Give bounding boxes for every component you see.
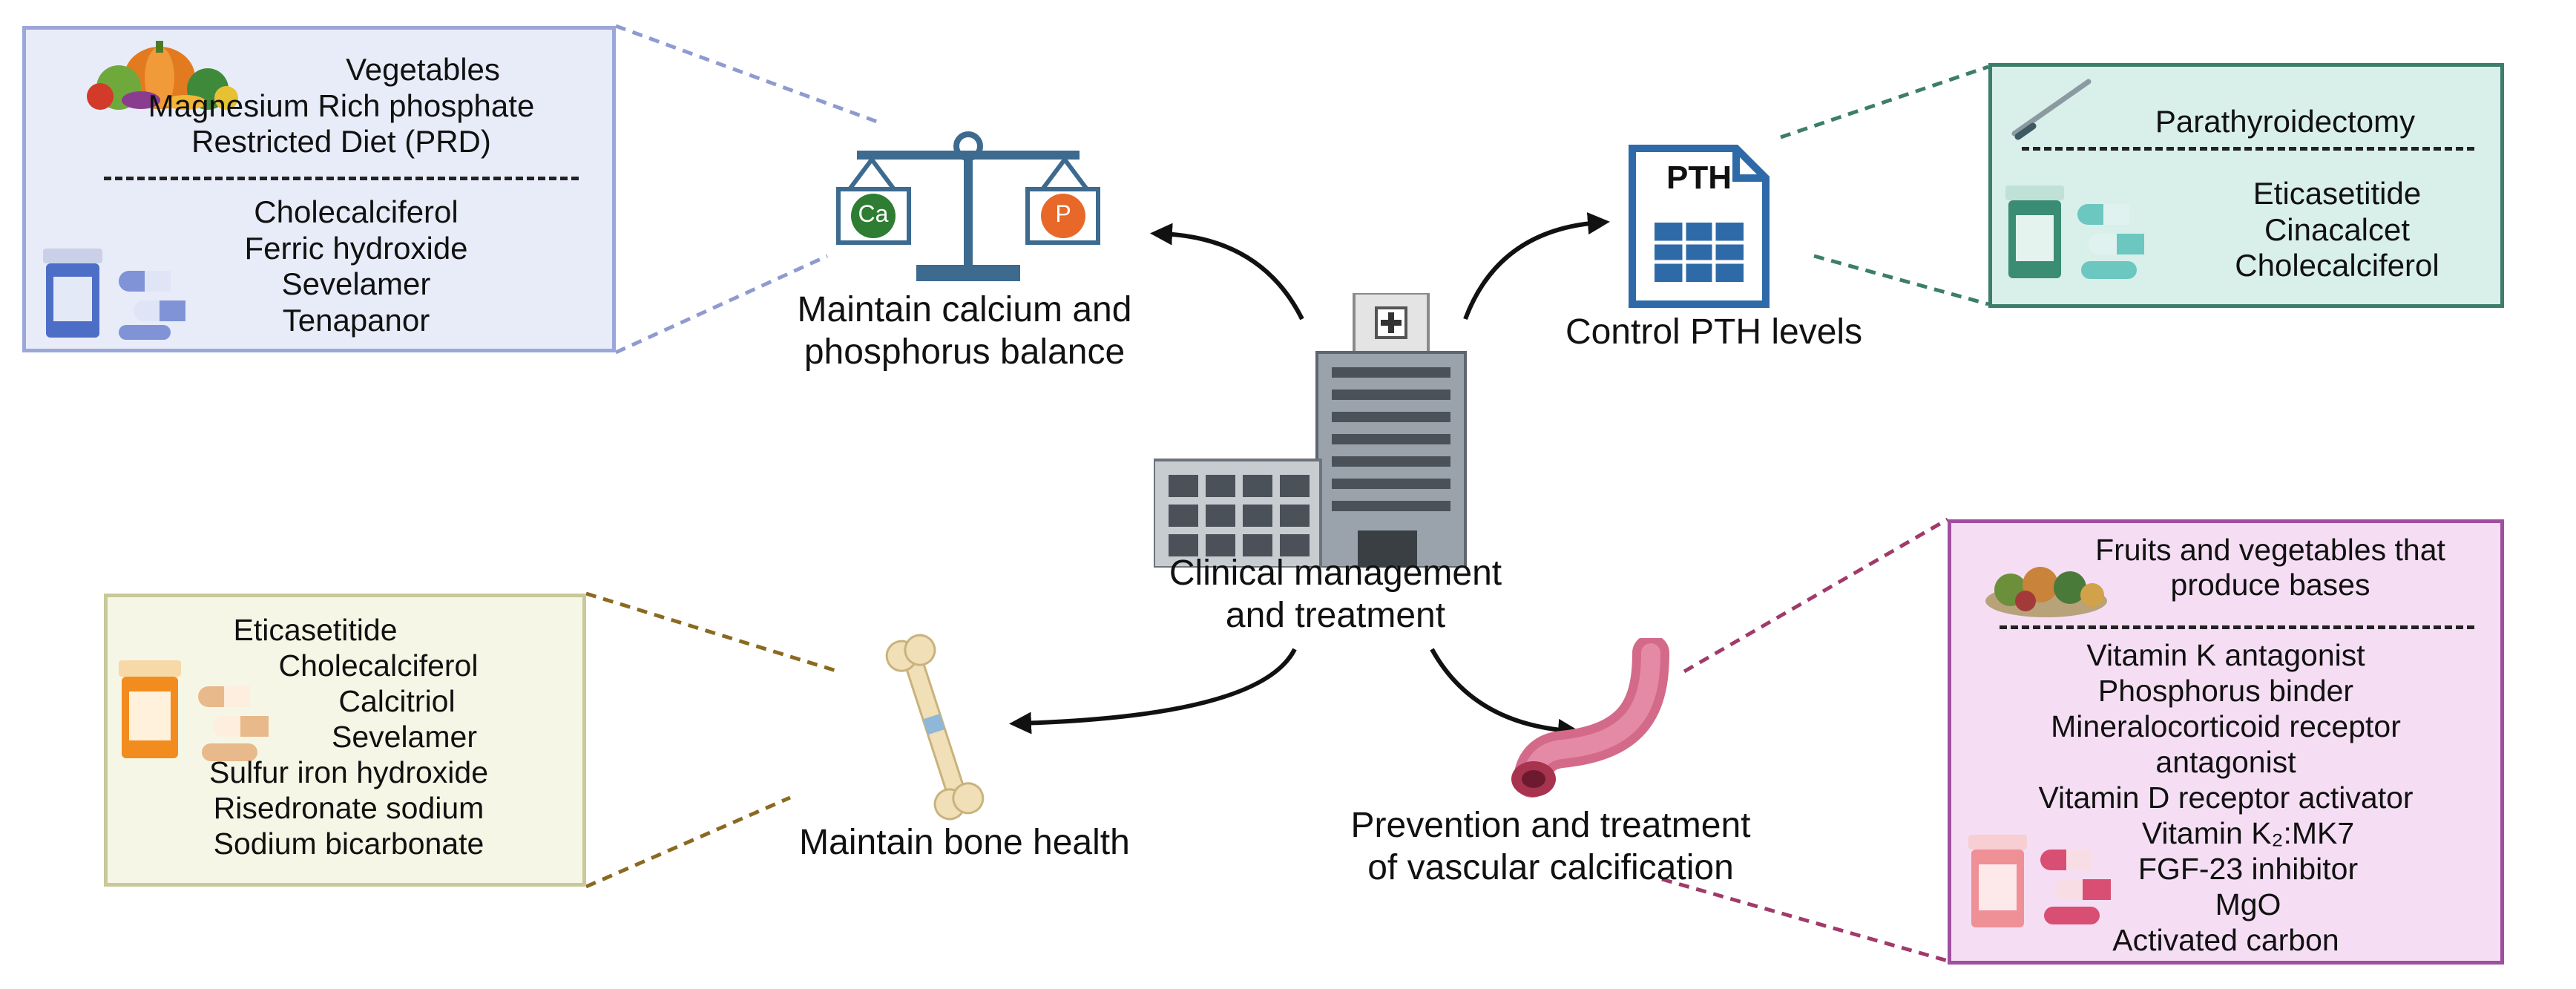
calcium-caption: Maintain calcium and phosphorus balance	[668, 289, 1261, 373]
blood-vessel-icon	[1511, 638, 1669, 798]
pth-caption: Control PTH levels	[1565, 312, 1863, 352]
calcium-drug-2: Ferric hydroxide	[244, 230, 468, 266]
vascular-diet-line-2: produce bases	[2170, 568, 2370, 602]
calcium-drug-3: Sevelamer	[281, 266, 431, 302]
fruits-vegetables-icon	[1985, 567, 2107, 617]
arrow-to-vascular	[1430, 648, 1580, 741]
bone-drug-1: Eticasetitide	[233, 613, 398, 647]
calcium-caption-line-1: Maintain calcium and	[797, 290, 1132, 329]
bone-drug-list: Eticasetitide Cholecalciferol Calcitriol…	[126, 613, 571, 862]
pth-document-icon	[1629, 145, 1770, 308]
vascular-item-4: antagonist	[2155, 744, 2296, 779]
arrow-to-pth	[1463, 212, 1610, 321]
calcium-box-divider	[104, 177, 579, 180]
vascular-box-connector-bottom	[1661, 877, 1948, 963]
vascular-item-7: FGF-23 inhibitor	[2138, 851, 2359, 886]
vascular-box-connector-top	[1683, 517, 1949, 674]
vascular-item-3: Mineralocorticoid receptor	[2051, 709, 2401, 743]
bone-box-connector-top	[585, 591, 839, 674]
pth-drug-2: Cinacalcet	[2264, 211, 2411, 247]
calcium-box-connector-bottom	[614, 254, 829, 355]
center-title-line-1: Clinical management	[1169, 553, 1502, 593]
pth-drug-list: Eticasetitide Cinacalcet Cholecalciferol	[2189, 176, 2485, 284]
arrow-to-calcium	[1150, 223, 1304, 321]
pth-surgery-text: Parathyroidectomy	[2155, 104, 2416, 139]
phosphorus-symbol-label: P	[1055, 200, 1071, 227]
bone-drug-4: Sevelamer	[332, 719, 477, 754]
bone-caption: Maintain bone health	[799, 823, 1130, 862]
pth-drug-1: Eticasetitide	[2253, 176, 2422, 211]
pth-drug-3: Cholecalciferol	[2235, 248, 2439, 283]
vascular-pill-bottle-icon	[1968, 835, 2027, 927]
vascular-capsules-icon	[2040, 850, 2111, 924]
calcium-diet-line-3: Restricted Diet (PRD)	[191, 124, 491, 160]
bone-drug-6: Risedronate sodium	[213, 790, 484, 825]
pill-bottle-icon	[43, 249, 102, 338]
pth-box-divider	[2022, 147, 2474, 151]
pth-document-label: PTH	[1666, 160, 1732, 196]
center-title-line-2: and treatment	[1225, 595, 1446, 635]
vascular-item-1: Vitamin K antagonist	[2086, 638, 2365, 672]
bone-box-connector-bottom	[585, 795, 791, 889]
calcium-diet-line-2: Magnesium Rich phosphate	[148, 88, 535, 123]
calcium-drug-1: Cholecalciferol	[254, 194, 459, 229]
bone-drug-3: Calcitriol	[338, 683, 456, 718]
calcium-caption-line-2: phosphorus balance	[804, 332, 1126, 372]
pth-pill-bottle-icon	[2005, 185, 2064, 278]
vascular-box-divider	[2000, 625, 2474, 629]
bone-pill-bottle-icon	[119, 660, 181, 758]
vascular-diet-line-1: Fruits and vegetables that	[2095, 533, 2445, 567]
vascular-item-2: Phosphorus binder	[2097, 673, 2354, 708]
bone-drug-7: Sodium bicarbonate	[213, 826, 484, 861]
bone-drug-5: Sulfur iron hydroxide	[208, 755, 489, 789]
vascular-caption: Prevention and treatment of vascular cal…	[1261, 805, 1840, 889]
capsules-icon	[119, 271, 185, 340]
surgical-instrument-icon	[2011, 79, 2092, 140]
calcium-diet-text: Vegetables Magnesium Rich phosphate Rest…	[104, 52, 579, 160]
pth-capsules-icon	[2077, 204, 2144, 279]
hospital-building-icon	[1154, 293, 1467, 568]
pth-treatment-box	[1988, 63, 2504, 308]
vascular-caption-line-2: of vascular calcification	[1367, 847, 1734, 887]
calcium-box-connector-top	[615, 24, 880, 125]
pth-box-connector-bottom	[1813, 254, 1989, 306]
pth-box-connector-top	[1780, 65, 1989, 139]
calcium-drug-list: Cholecalciferol Ferric hydroxide Sevelam…	[193, 194, 519, 339]
vascular-diet-text: Fruits and vegetables that produce bases	[2048, 533, 2493, 602]
vascular-item-9: Activated carbon	[2112, 922, 2339, 957]
bone-drug-2: Cholecalciferol	[278, 648, 479, 683]
bone-treatment-box	[104, 594, 586, 887]
arrow-to-bone	[1009, 648, 1297, 735]
bone-capsules-icon	[198, 686, 269, 761]
calcium-symbol-label: Ca	[858, 200, 889, 227]
vascular-item-list: Vitamin K antagonist Phosphorus binder M…	[1966, 638, 2485, 959]
vascular-caption-line-1: Prevention and treatment	[1350, 806, 1751, 845]
calcium-drug-4: Tenapanor	[282, 303, 430, 338]
balance-scale-icon	[836, 131, 1100, 281]
calcium-diet-line-1: Vegetables	[346, 52, 500, 87]
bone-icon	[885, 634, 985, 821]
vascular-item-5: Vitamin D receptor activator	[2038, 780, 2414, 815]
vascular-item-8: MgO	[2215, 887, 2281, 921]
vascular-item-6: Vitamin K₂:MK7	[2141, 815, 2355, 850]
vegetables-icon	[87, 41, 238, 110]
center-title: Clinical management and treatment	[1068, 553, 1603, 637]
